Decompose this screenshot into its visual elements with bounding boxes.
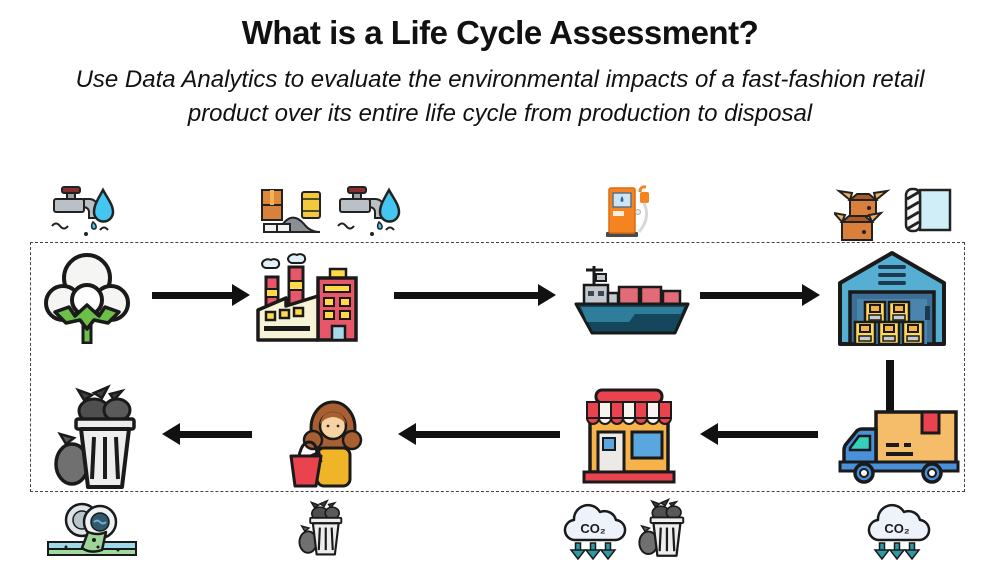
fabric-roll-icon [900,184,954,236]
flow-arrow-cotton-to-factory [152,284,250,306]
co2-cloud-icon [556,500,630,560]
arrow-head [802,284,820,306]
arrow-shaft [394,291,538,299]
flow-arrow-store-to-shopper [398,423,560,445]
arrow-shaft [416,430,560,438]
factory-icon [252,252,362,344]
page-subtitle-line2: product over its entire life cycle from … [187,100,813,127]
arrow-shaft [718,430,818,438]
packaging-boxes-icon [834,184,892,242]
cargo-ship-icon [572,260,692,338]
arrow-shaft [180,430,252,438]
warehouse-icon [836,250,948,348]
water-faucet-icon [336,184,408,238]
flow-arrow-truck-to-store [700,423,818,445]
arrow-head [232,284,250,306]
trash-bags-icon [50,382,146,490]
page-subtitle-line1: Use Data Analytics to evaluate the envir… [75,66,925,93]
trash-bags-icon [636,496,690,558]
arrow-head [538,284,556,306]
arrow-shaft [700,291,802,299]
arrow-head [162,423,180,445]
water-pollution-icon [46,498,138,556]
cotton-plant-icon [42,250,132,344]
flow-arrow-factory-to-ship [394,284,556,306]
arrow-shaft [152,291,232,299]
co2-cloud-icon [860,500,934,560]
trash-bags-icon [296,498,348,556]
arrow-head [700,423,718,445]
page-title: What is a Life Cycle Assessment? [241,14,759,51]
raw-materials-icon [258,186,330,236]
water-faucet-icon [50,184,122,238]
storefront-icon [576,388,682,486]
fuel-pump-icon [600,182,656,238]
flow-arrow-ship-to-warehouse [700,284,820,306]
flow-connector-warehouse-to-truck [886,360,894,412]
shopper-icon [286,392,366,488]
delivery-truck-icon [836,408,962,484]
flow-arrow-shopper-to-trash [162,423,252,445]
arrow-head [398,423,416,445]
lifecycle-boundary-box [30,242,965,492]
